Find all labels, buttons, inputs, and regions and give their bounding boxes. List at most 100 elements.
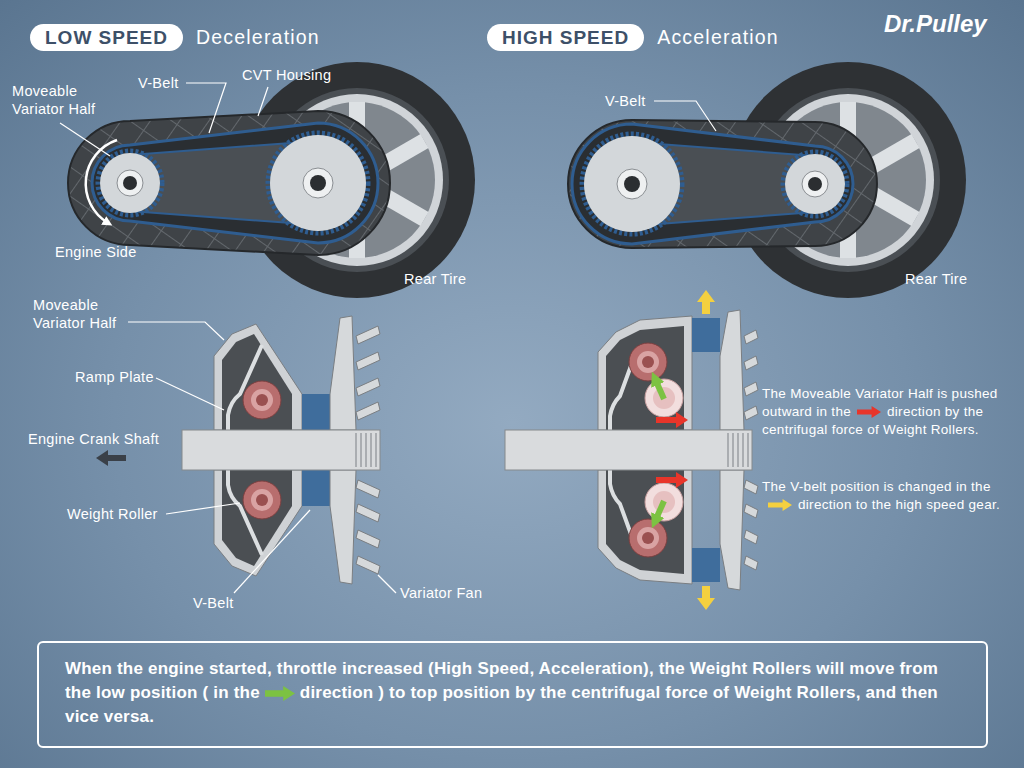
high-speed-drive <box>568 62 966 298</box>
weight-roller <box>243 381 281 419</box>
roller-chamber <box>222 334 292 430</box>
part-label: Weight Roller <box>67 505 158 523</box>
roller-previous-position <box>645 379 683 417</box>
variator-fan-part <box>356 326 380 344</box>
pulley-hub <box>802 171 828 197</box>
push-arrow <box>656 472 688 488</box>
weight-roller <box>629 343 667 381</box>
part-label: Ramp Plate <box>75 368 154 386</box>
variator-section-high-mirror <box>598 470 758 610</box>
green-arrow <box>265 686 295 701</box>
shaft-thread-part <box>375 433 377 467</box>
shaft-thread-part <box>360 433 362 467</box>
variator-section-high <box>598 290 758 430</box>
pulley-hub <box>303 168 333 198</box>
shaft-thread-part <box>355 433 357 467</box>
pulley-shaft <box>624 176 640 192</box>
part-label: CVT Housing <box>242 66 331 84</box>
pulley-shaft <box>808 177 822 191</box>
pulley-teeth <box>268 133 368 233</box>
moveable-variator-half <box>598 316 692 430</box>
shaft-thread-part <box>727 433 729 467</box>
leader-lines-part <box>378 575 396 593</box>
leader-lines <box>60 83 716 593</box>
green-arrow <box>265 686 295 701</box>
note-text: The V-belt position is changed in thedir… <box>762 478 1012 514</box>
pill-label: LOW SPEED <box>45 27 168 48</box>
shaft-thread <box>356 433 376 467</box>
leader-lines-part <box>156 378 224 410</box>
part-label: Engine Side <box>55 243 137 261</box>
mode-heading: Deceleration <box>196 24 320 51</box>
variator-fan-part <box>744 382 758 396</box>
shaft-thread-part <box>732 433 734 467</box>
fixed-half <box>330 316 356 430</box>
pulley-teeth <box>98 151 162 215</box>
leader-lines-part <box>258 87 268 116</box>
part-label: Moveable Variator Half <box>12 82 112 118</box>
variator-fan-part <box>356 352 380 370</box>
mode-heading: Acceleration <box>657 24 779 51</box>
driven-pulley <box>270 135 366 231</box>
yellow-arrow <box>768 499 792 511</box>
part-label: Variator Fan <box>400 584 482 602</box>
pill-label: HIGH SPEED <box>502 27 629 48</box>
roller-move-arrow <box>656 381 664 399</box>
yellow-arrow <box>767 499 793 511</box>
rotation-arrow <box>86 140 117 223</box>
note-part: direction to the high speed gear. <box>798 497 1000 512</box>
variator-fan-part <box>744 330 758 344</box>
part-label: V-Belt <box>138 74 179 92</box>
shaft-thread-part <box>737 433 739 467</box>
crank-shaft <box>182 430 380 470</box>
weight-roller <box>251 389 273 411</box>
leader-lines-part <box>128 322 224 340</box>
pulley-hub <box>617 169 647 199</box>
note-text: The Moveable Variator Half is pushed out… <box>762 385 1012 439</box>
caption-text: When the engine started, throttle increa… <box>65 657 960 729</box>
pulley-shaft <box>310 175 326 191</box>
shaft-thread <box>728 433 748 467</box>
fixed-half <box>720 310 744 430</box>
variator-fan-part <box>744 356 758 370</box>
cvt-housing <box>68 111 390 255</box>
shaft-thread-part <box>747 433 749 467</box>
variator-fan <box>356 326 380 420</box>
shaft-thread-part <box>742 433 744 467</box>
drive-pulley <box>584 136 680 232</box>
speed-pill: HIGH SPEEDAcceleration <box>487 24 644 51</box>
cvt-housing <box>568 120 877 248</box>
direction-arrow <box>96 450 126 466</box>
variator-section-low-mirror <box>214 470 380 584</box>
v-belt-section <box>302 394 330 430</box>
red-arrow <box>857 406 881 418</box>
variator-section-low <box>214 316 380 430</box>
weight-roller <box>642 356 654 368</box>
v-belt <box>572 124 853 244</box>
part-label: Rear Tire <box>404 270 466 288</box>
variator-fan <box>744 330 758 420</box>
variator-fan-part <box>356 402 380 420</box>
part-label: Engine Crank Shaft <box>28 430 159 448</box>
crank-shaft <box>505 430 752 470</box>
red-arrow <box>856 406 882 418</box>
leader-lines-part <box>654 101 716 131</box>
shaft-thread-part <box>370 433 372 467</box>
caption-box: When the engine started, throttle increa… <box>37 641 988 748</box>
low-speed-drive <box>68 62 475 298</box>
weight-roller <box>637 351 659 373</box>
pulley-teeth <box>582 134 682 234</box>
part-label: Rear Tire <box>905 270 967 288</box>
part-label: V-Belt <box>193 594 234 612</box>
belt-move-arrow <box>697 290 715 314</box>
pulley-shaft <box>123 176 137 190</box>
part-label: Moveable Variator Half <box>33 296 133 332</box>
leader-lines-part <box>234 510 310 593</box>
rear-tire <box>239 62 475 298</box>
leader-lines-part <box>60 123 110 156</box>
part-label: V-Belt <box>605 92 646 110</box>
v-belt-section <box>692 318 720 352</box>
leader-lines-part <box>166 503 240 514</box>
speed-pill: LOW SPEEDDeceleration <box>30 24 183 51</box>
